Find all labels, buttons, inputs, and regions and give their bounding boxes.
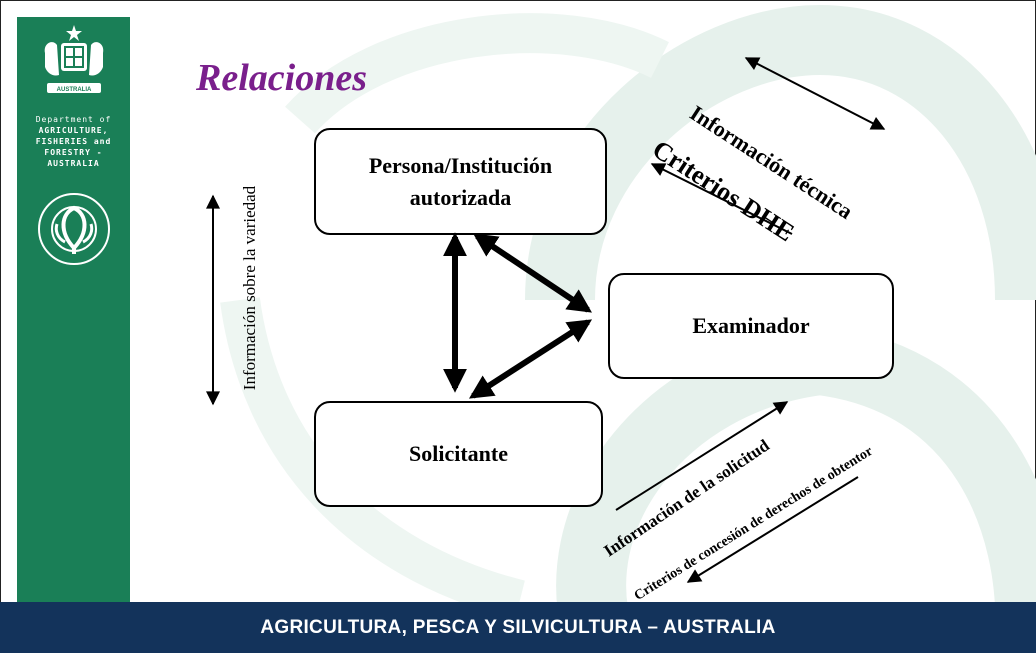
department-line: AGRICULTURE, [38,126,109,135]
department-line: FORESTRY - [44,148,103,157]
department-line: AUSTRALIA [47,159,100,168]
authorized-person-box: Persona/Institución autorizada [314,128,607,235]
persona-examiner-arrow [473,233,592,313]
authorized-person-line1: Persona/Institución [368,152,553,178]
examiner-label: Examinador [692,313,810,338]
department-line: FISHERIES and [35,137,112,146]
applicant-examiner-arrow [468,319,593,399]
grant-criteria-arrow [686,476,859,583]
department-line: Department of [35,115,112,124]
footer-text: AGRICULTURA, PESCA Y SILVICULTURA – AUST… [260,616,776,638]
slide-title: Relaciones [196,57,367,99]
examiner-box: Examinador [608,273,894,379]
applicant-box: Solicitante [314,401,603,507]
sidebar: AUSTRALIA Department of AGRICULTURE, FIS… [17,17,130,602]
application-info-arrow [615,401,789,511]
leaf-logo-icon [38,193,110,265]
technical-info-arrow [744,57,886,130]
authorized-person-line2: autorizada [409,184,512,210]
dhe-criteria-arrow [650,163,793,235]
coat-of-arms-icon: AUSTRALIA [44,25,104,93]
department-name: Department of AGRICULTURE, FISHERIES and… [17,114,130,169]
footer-bar: AGRICULTURA, PESCA Y SILVICULTURA – AUST… [0,602,1036,653]
crest-label: AUSTRALIA [57,87,92,93]
applicant-label: Solicitante [409,441,508,466]
